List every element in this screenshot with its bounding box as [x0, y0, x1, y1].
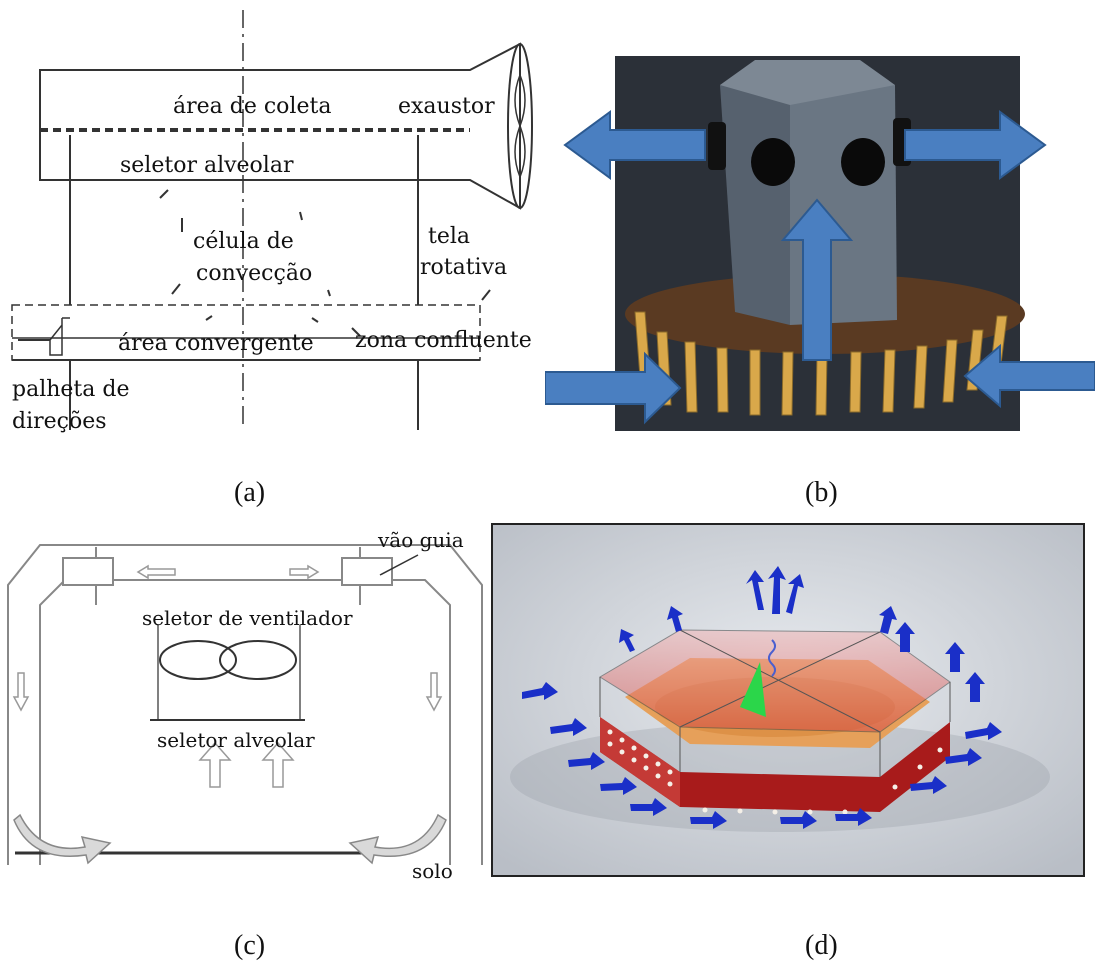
label-direction-vane-1: palheta de [12, 377, 129, 402]
label-direction-vane-2: direções [12, 409, 107, 434]
label-collection-area: área de coleta [173, 94, 331, 119]
down-arrow-left [12, 672, 30, 712]
panel-a-diagram: área de coleta exaustor seletor alveolar… [0, 0, 545, 440]
inner-housing [39, 579, 451, 865]
caption-c: (c) [234, 930, 266, 961]
duct-arrow-left [136, 564, 176, 580]
green-vane [740, 662, 766, 717]
label-fan-selector: seletor de ventilador [142, 606, 353, 630]
label-convection-cell-2: convecção [196, 261, 312, 286]
label-alveolar-selector-c: seletor alveolar [157, 728, 315, 752]
panel-c-diagram: vão guia seletor de ventilador seletor a… [0, 525, 490, 885]
hex-side-wall [600, 717, 950, 812]
label-rotating-screen-1: tela [428, 224, 470, 249]
right-hole [841, 138, 885, 186]
left-knob [708, 122, 726, 170]
arrow-in-right [963, 343, 1095, 409]
duct-arrow-right [289, 564, 320, 580]
arrow-out-right [904, 110, 1047, 180]
panel-d-svg [491, 523, 1085, 877]
wall-perforations [607, 729, 943, 815]
inflow-arrows [522, 606, 1002, 829]
caption-b: (b) [805, 477, 838, 508]
down-arrow-right [425, 672, 443, 712]
guide-box-right [341, 557, 393, 586]
up-arrow-right [261, 741, 295, 788]
caption-d: (d) [805, 930, 838, 961]
label-convergent-area: área convergente [118, 331, 314, 356]
label-guide-gap: vão guia [377, 528, 464, 552]
panel-c-svg: vão guia seletor de ventilador seletor a… [7, 528, 483, 883]
direction-vane [49, 317, 70, 356]
panel-d-render [490, 522, 1090, 880]
arrow-up-center [780, 198, 854, 361]
fan-ellipse-left [159, 640, 237, 680]
caption-a: (a) [234, 477, 266, 508]
label-rotating-screen-2: rotativa [420, 255, 507, 280]
collection-duct [39, 42, 521, 210]
label-convection-cell-1: célula de [193, 229, 294, 254]
outer-housing [7, 544, 483, 865]
panel-b-svg [544, 56, 1095, 431]
label-exhaust: exaustor [398, 94, 495, 119]
exhaust-fan [507, 43, 533, 209]
curve-arrow-left [13, 813, 112, 865]
guide-box-left [62, 557, 114, 586]
up-arrow-left [198, 741, 232, 788]
panel-a-svg: área de coleta exaustor seletor alveolar… [11, 10, 533, 434]
outflow-arrows [746, 566, 804, 614]
arrow-out-left [563, 110, 706, 180]
left-hole [751, 138, 795, 186]
block-top-face [720, 60, 895, 105]
fan-ellipse-right [219, 640, 297, 680]
label-ground: solo [412, 859, 453, 883]
panel-b-render [544, 50, 1095, 435]
label-alveolar-selector: seletor alveolar [120, 153, 294, 178]
curve-arrow-right [348, 813, 447, 865]
arrow-in-left [544, 351, 682, 425]
label-confluent-zone: zona confluente [355, 328, 532, 353]
central-vortex [768, 639, 776, 677]
